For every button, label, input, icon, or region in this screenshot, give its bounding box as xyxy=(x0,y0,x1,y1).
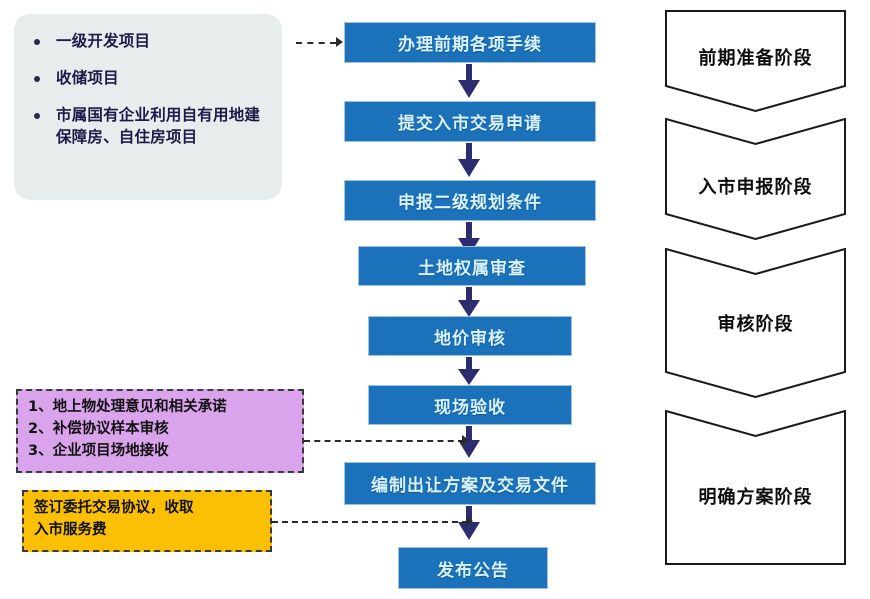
flow-step-5[interactable]: 地价审核 xyxy=(368,316,572,356)
bullet-icon xyxy=(34,76,40,82)
connector-arrowhead xyxy=(466,516,473,526)
flow-step-1[interactable]: 办理前期各项手续 xyxy=(344,22,596,63)
flow-step-2[interactable]: 提交入市交易申请 xyxy=(344,101,596,142)
criteria-list-item: 一级开发项目 xyxy=(24,30,272,52)
bullet-icon xyxy=(34,39,40,45)
criteria-item-label: 一级开发项目 xyxy=(56,32,151,50)
connector-arrowhead xyxy=(462,435,469,445)
connector-purple-to-flow xyxy=(304,440,464,442)
callout-line: 入市服务费 xyxy=(34,521,107,538)
bullet-icon xyxy=(34,113,40,119)
stage-banner-2-label: 入市申报阶段 xyxy=(698,177,813,198)
criteria-item-label: 市属国有企业利用自有用地建保障房、自住房项目 xyxy=(56,106,261,146)
flow-step-6[interactable]: 现场验收 xyxy=(368,385,572,425)
stage-banner-3 xyxy=(665,248,846,398)
flow-step-label: 申报二级规划条件 xyxy=(398,193,542,213)
criteria-list-item: 收储项目 xyxy=(24,67,272,89)
stage-banner-3-label: 审核阶段 xyxy=(717,314,794,335)
flow-step-label: 现场验收 xyxy=(434,397,506,418)
callout-line: 2、补偿协议样本审核 xyxy=(28,420,169,437)
flow-step-label: 办理前期各项手续 xyxy=(398,35,542,55)
stage-banner-1-label: 前期准备阶段 xyxy=(698,48,813,69)
flow-step-label: 提交入市交易申请 xyxy=(398,114,542,134)
connector-yellow-to-flow xyxy=(272,521,468,523)
stage-banner-4 xyxy=(665,410,846,565)
arrow-step6-to-step7 xyxy=(456,426,482,460)
callout-line: 签订委托交易协议，收取 xyxy=(34,500,194,516)
callout-purple: 1、地上物处理意见和相关承诺 2、补偿协议样本审核 3、企业项目场地接收 xyxy=(16,389,304,473)
arrow-step5-to-step6 xyxy=(456,357,482,387)
criteria-list-item: 市属国有企业利用自有用地建保障房、自住房项目 xyxy=(24,104,272,148)
flow-step-3[interactable]: 申报二级规划条件 xyxy=(344,180,596,221)
stage-banner-2 xyxy=(665,118,846,240)
flow-step-8[interactable]: 发布公告 xyxy=(398,547,548,589)
flow-step-4[interactable]: 土地权属审查 xyxy=(358,246,586,286)
arrow-step4-to-step5 xyxy=(456,287,482,319)
flow-step-7[interactable]: 编制出让方案及交易文件 xyxy=(344,462,596,505)
flow-step-label: 编制出让方案及交易文件 xyxy=(371,476,569,496)
arrow-step1-to-step2 xyxy=(456,64,482,100)
callout-line: 3、企业项目场地接收 xyxy=(28,442,169,459)
flow-step-label: 土地权属审查 xyxy=(418,258,526,279)
stage-banner-4-label: 明确方案阶段 xyxy=(698,487,813,508)
flow-step-label: 地价审核 xyxy=(434,328,506,349)
flow-step-label: 发布公告 xyxy=(437,560,509,581)
connector-criteria-to-step1 xyxy=(296,42,336,44)
criteria-item-label: 收储项目 xyxy=(56,69,119,87)
callout-line: 1、地上物处理意见和相关承诺 xyxy=(28,399,227,415)
criteria-panel: 一级开发项目 收储项目 市属国有企业利用自有用地建保障房、自住房项目 xyxy=(14,14,282,200)
stage-banner-1 xyxy=(665,10,846,112)
connector-arrowhead xyxy=(336,37,343,47)
arrow-step2-to-step3 xyxy=(456,143,482,179)
callout-yellow: 签订委托交易协议，收取 入市服务费 xyxy=(22,490,272,552)
